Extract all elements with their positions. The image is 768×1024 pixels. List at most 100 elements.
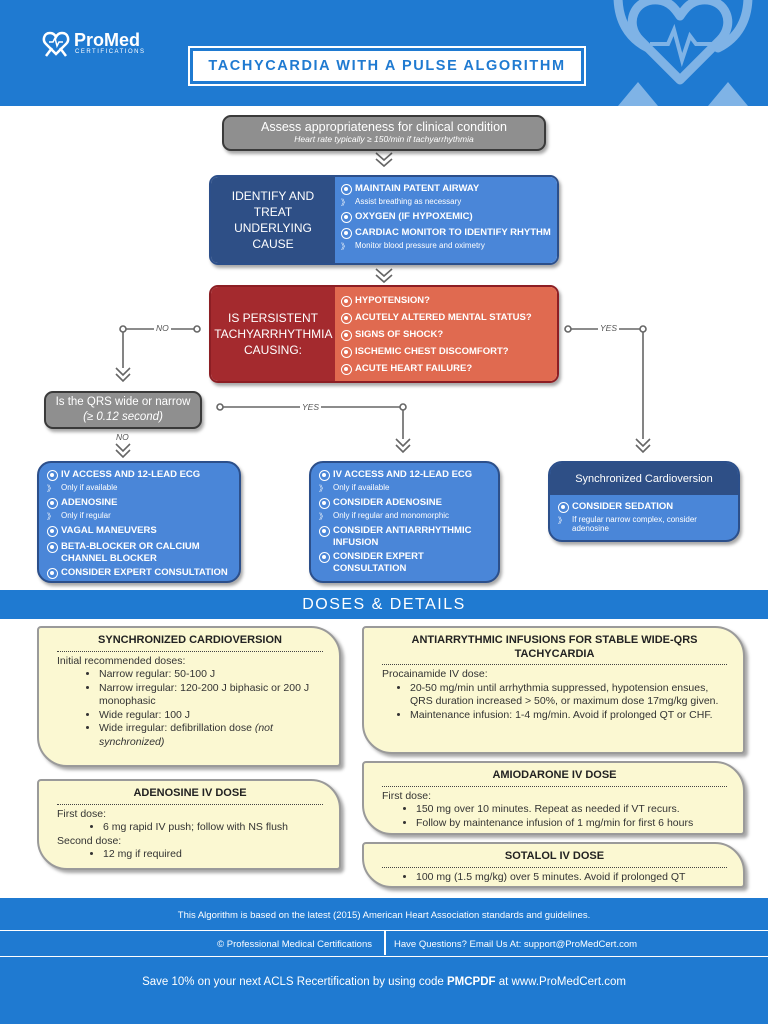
footer-email-link[interactable]: Have Questions? Email Us At: support@Pro… xyxy=(394,939,638,950)
chevron-down-icon xyxy=(375,268,393,284)
logo-heart-icon xyxy=(42,31,70,57)
radio-bullet-icon xyxy=(341,364,352,375)
list-item: CONSIDER ANTIARRHYTHMIC INFUSION xyxy=(319,525,492,549)
list-item: Wide irregular: defibrillation dose (not… xyxy=(99,722,323,749)
cardioversion-title: Synchronized Cardioversion xyxy=(550,463,738,495)
footer-divider xyxy=(384,931,386,955)
sotalol-dose-card: SOTALOL IV DOSE 100 mg (1.5 mg/kg) over … xyxy=(362,842,745,888)
list-item: ACUTE HEART FAILURE? xyxy=(341,363,551,375)
card-title: ANTIARRYTHMIC INFUSIONS FOR STABLE WIDE-… xyxy=(382,634,727,665)
persistent-list: HYPOTENSION? ACUTELY ALTERED MENTAL STAT… xyxy=(335,287,557,381)
qrs-question: Is the QRS wide or narrow xyxy=(55,396,191,408)
antiarrhythmic-dose-card: ANTIARRYTHMIC INFUSIONS FOR STABLE WIDE-… xyxy=(362,626,745,754)
list-item: CONSIDER ADENOSINE xyxy=(319,497,492,509)
list-subitem: 》If regular narrow complex, consider ade… xyxy=(558,515,697,533)
assess-subtitle: Heart rate typically ≥ 150/min if tachya… xyxy=(294,134,474,144)
amiodarone-dose-card: AMIODARONE IV DOSE First dose: 150 mg ov… xyxy=(362,761,745,835)
list-item: MAINTAIN PATENT AIRWAY xyxy=(341,183,551,195)
promo-code: PMCPDF xyxy=(447,976,496,988)
chevron-right-icon: 》 xyxy=(319,484,327,493)
page-title: TACHYCARDIA WITH A PULSE ALGORITHM xyxy=(193,51,581,81)
card-title: AMIODARONE IV DOSE xyxy=(382,769,727,787)
cardioversion-dose-card: SYNCHRONIZED CARDIOVERSION Initial recom… xyxy=(37,626,341,767)
list-subitem: 》Assist breathing as necessary xyxy=(341,197,462,207)
card-title: SOTALOL IV DOSE xyxy=(382,850,727,868)
list-item: OXYGEN (IF HYPOXEMIC) xyxy=(341,211,551,223)
card-title: SYNCHRONIZED CARDIOVERSION xyxy=(57,634,323,652)
list-item: 6 mg rapid IV push; follow with NS flush xyxy=(103,821,323,835)
list-item: Narrow regular: 50-100 J xyxy=(99,668,323,682)
chevron-right-icon: 》 xyxy=(47,484,55,493)
card-label: First dose: xyxy=(57,807,107,820)
list-subitem: 》Only if regular xyxy=(47,511,111,521)
footer-copyright: © Professional Medical Certifications xyxy=(217,939,372,950)
list-item: 12 mg if required xyxy=(103,848,323,862)
list-item: BETA-BLOCKER OR CALCIUM CHANNEL BLOCKER xyxy=(47,541,233,565)
list-subitem: 》Only if regular and monomorphic xyxy=(319,511,450,521)
persistent-label: IS PERSISTENT TACHYARRHYTHMIA CAUSING: xyxy=(211,287,335,381)
list-item: CARDIAC MONITOR TO IDENTIFY RHYTHM xyxy=(341,227,551,239)
title-frame: TACHYCARDIA WITH A PULSE ALGORITHM xyxy=(188,46,586,86)
list-item: 20-50 mg/min until arrhythmia suppressed… xyxy=(410,682,727,709)
branch-no-label: NO xyxy=(116,432,129,442)
list-item: IV ACCESS AND 12-LEAD ECG xyxy=(319,469,492,481)
radio-bullet-icon xyxy=(47,542,58,553)
identify-list: MAINTAIN PATENT AIRWAY 》Assist breathing… xyxy=(335,177,557,263)
list-item: CONSIDER EXPERT CONSULTATION xyxy=(319,551,492,575)
footer-disclaimer: This Algorithm is based on the latest (2… xyxy=(0,896,768,932)
branch-no-label: NO xyxy=(154,323,171,333)
radio-bullet-icon xyxy=(47,526,58,537)
promed-logo[interactable]: ProMed CERTIFICATIONS xyxy=(42,30,144,63)
doses-section-title: DOSES & DETAILS xyxy=(0,590,768,619)
radio-bullet-icon xyxy=(319,526,330,537)
chevron-right-icon: 》 xyxy=(47,512,55,521)
list-item: ACUTELY ALTERED MENTAL STATUS? xyxy=(341,312,551,324)
list-item: HYPOTENSION? xyxy=(341,295,551,307)
qrs-threshold: (≥ 0.12 second) xyxy=(83,411,163,423)
qrs-node: Is the QRS wide or narrow (≥ 0.12 second… xyxy=(44,391,202,429)
radio-bullet-icon xyxy=(319,498,330,509)
list-item: CONSIDER EXPERT CONSULTATION xyxy=(47,567,233,579)
brand-name: ProMed xyxy=(74,30,141,50)
brand-subtitle: CERTIFICATIONS xyxy=(75,49,146,55)
chevron-right-icon: 》 xyxy=(341,242,349,251)
adenosine-dose-card: ADENOSINE IV DOSE First dose: 6 mg rapid… xyxy=(37,779,341,870)
heart-stethoscope-icon xyxy=(613,0,753,106)
list-subitem: 》Only if available xyxy=(319,483,390,493)
assess-title: Assess appropriateness for clinical cond… xyxy=(261,120,507,134)
card-intro: Procainamide IV dose: xyxy=(382,668,488,680)
radio-bullet-icon xyxy=(341,330,352,341)
card-title: ADENOSINE IV DOSE xyxy=(57,787,323,805)
list-item: Follow by maintenance infusion of 1 mg/m… xyxy=(416,817,727,831)
assess-node: Assess appropriateness for clinical cond… xyxy=(222,115,546,151)
chevron-right-icon: 》 xyxy=(319,512,327,521)
list-subitem: 》Monitor blood pressure and oximetry xyxy=(341,241,485,251)
footer-promo[interactable]: Save 10% on your next ACLS Recertificati… xyxy=(142,976,626,988)
chevron-right-icon: 》 xyxy=(341,198,349,207)
chevron-down-icon xyxy=(635,438,651,454)
list-item: Wide regular: 100 J xyxy=(99,709,323,723)
radio-bullet-icon xyxy=(319,552,330,563)
footer-contact-row: © Professional Medical Certifications Ha… xyxy=(0,930,768,957)
chevron-right-icon: 》 xyxy=(558,516,566,525)
radio-bullet-icon xyxy=(47,568,58,579)
identify-node: IDENTIFY AND TREAT UNDERLYING CAUSE MAIN… xyxy=(209,175,559,265)
radio-bullet-icon xyxy=(319,470,330,481)
radio-bullet-icon xyxy=(341,212,352,223)
radio-bullet-icon xyxy=(341,313,352,324)
card-intro: Initial recommended doses: xyxy=(57,654,186,667)
persistent-node: IS PERSISTENT TACHYARRHYTHMIA CAUSING: H… xyxy=(209,285,559,383)
list-item: ISCHEMIC CHEST DISCOMFORT? xyxy=(341,346,551,358)
list-item: CONSIDER SEDATION xyxy=(558,501,732,513)
radio-bullet-icon xyxy=(341,184,352,195)
radio-bullet-icon xyxy=(47,470,58,481)
chevron-down-icon xyxy=(395,438,411,454)
footer: This Algorithm is based on the latest (2… xyxy=(0,896,768,1024)
chevron-down-icon xyxy=(115,443,131,459)
wide-qrs-box: IV ACCESS AND 12-LEAD ECG 》Only if avail… xyxy=(309,461,500,583)
narrow-qrs-box: IV ACCESS AND 12-LEAD ECG 》Only if avail… xyxy=(37,461,241,583)
list-item: Narrow irregular: 120-200 J biphasic or … xyxy=(99,682,323,709)
list-item: IV ACCESS AND 12-LEAD ECG xyxy=(47,469,233,481)
chevron-down-icon xyxy=(375,152,393,168)
list-item: SIGNS OF SHOCK? xyxy=(341,329,551,341)
